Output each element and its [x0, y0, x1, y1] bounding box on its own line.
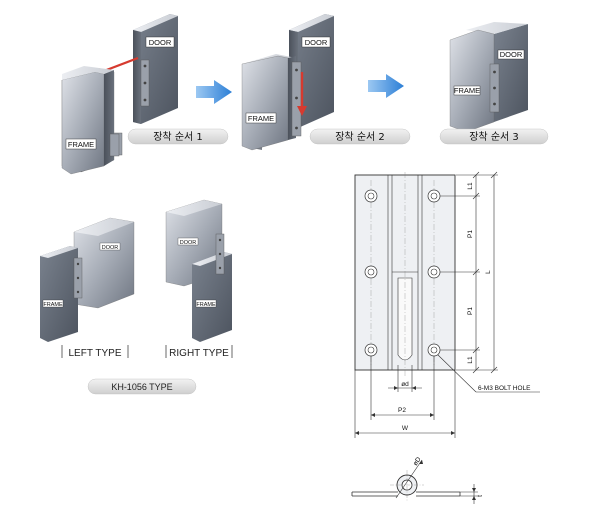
right-type-caption: RIGHT TYPE [165, 345, 233, 359]
blue-arrow-1 [196, 80, 232, 104]
step-1-door-panel: DOOR [133, 14, 178, 124]
model-caption-pill: KH-1056 TYPE [87, 378, 197, 395]
dim-l1-top: L1 [467, 182, 474, 190]
left-type-door-label: DOOR [102, 245, 119, 251]
left-type-label: LEFT TYPE [69, 348, 122, 359]
dim-knuckle-diameter: øD [412, 456, 423, 467]
step-3-frame-label: FRAME [454, 86, 480, 95]
left-type-caption: LEFT TYPE [61, 345, 129, 359]
right-type-door-label: DOOR [180, 240, 197, 246]
step-1-caption: 장착 순서 1 [153, 131, 203, 143]
right-type-label: RIGHT TYPE [169, 348, 229, 359]
step-2-frame-label: FRAME [248, 114, 274, 123]
model-caption: KH-1056 TYPE [111, 382, 172, 392]
right-type-illustration: DOOR FRAME [165, 199, 232, 342]
step-2-illustration: DOOR FRAME [241, 14, 334, 151]
step-2-red-arrow [297, 72, 307, 116]
left-type-frame-label: FRAME [43, 302, 63, 308]
step-1-caption-pill: 장착 순서 1 [127, 128, 229, 145]
left-type-illustration: DOOR FRAME [40, 217, 135, 342]
dim-p2: P2 [398, 407, 406, 414]
right-type-frame-label: FRAME [196, 302, 216, 308]
blue-arrow-2 [368, 74, 404, 98]
step-1-door-label: DOOR [149, 38, 172, 47]
horizontal-dimensions: ød P2 W [354, 356, 456, 438]
step-3-door-label: DOOR [500, 50, 523, 59]
hinge-side-view: øD t [351, 456, 484, 504]
bolt-hole-note: 6-M3 BOLT HOLE [478, 385, 531, 392]
step-2-frame-panel: FRAME [241, 54, 302, 151]
step-3-illustration: DOOR FRAME [449, 22, 528, 133]
step-1-frame-label-front: FRAME [68, 140, 94, 149]
step-2-caption-pill: 장착 순서 2 [309, 128, 411, 145]
bolt-hole-callout: 6-M3 BOLT HOLE [437, 354, 540, 393]
dim-l: L [485, 270, 492, 274]
vertical-dimensions: L1 P1 P1 L1 L [440, 171, 498, 374]
step-3-caption-pill: 장착 순서 3 [439, 128, 549, 145]
bolt-holes [364, 189, 441, 357]
step-3-caption: 장착 순서 3 [469, 131, 519, 143]
dim-pin-diameter: ød [401, 381, 409, 388]
dim-p1-bottom: P1 [467, 307, 474, 315]
step-1-frame-front: FRAME [61, 66, 120, 175]
dim-thickness: t [477, 495, 484, 497]
dim-w: W [402, 425, 409, 432]
hinge-front-view [354, 172, 456, 378]
step-2-door-label: DOOR [305, 38, 328, 47]
step-2-caption: 장착 순서 2 [335, 131, 385, 143]
dim-l1-bottom: L1 [467, 356, 474, 364]
dim-p1-top: P1 [467, 230, 474, 238]
